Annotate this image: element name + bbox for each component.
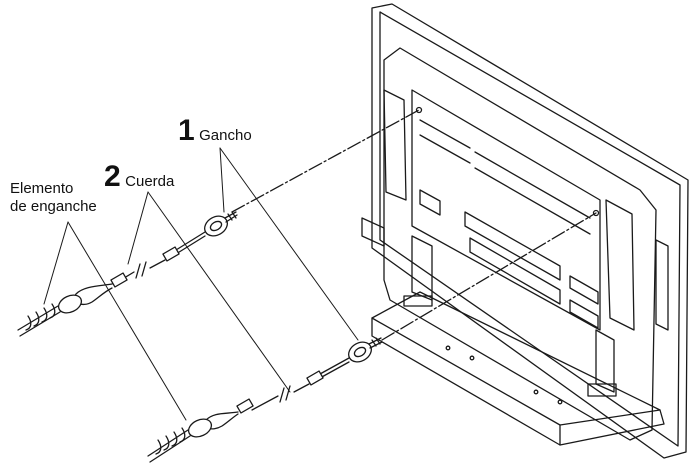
tv-hook-hole-left xyxy=(415,106,423,114)
anchor-label-line2: de enganche xyxy=(10,198,97,215)
lower-hook xyxy=(348,337,383,363)
leader-cord-upper xyxy=(127,191,149,265)
tv-left-support xyxy=(361,217,385,247)
anchor-label-line1: Elemento xyxy=(10,180,74,197)
tv-hook-hole-right xyxy=(592,209,600,217)
stand-foot-left xyxy=(403,295,433,307)
leader-lines xyxy=(43,147,359,421)
tv-inner-frame xyxy=(379,11,681,447)
tv-outer-frame xyxy=(371,3,689,459)
stand-hole xyxy=(533,389,539,395)
stand-leg-left xyxy=(411,235,433,301)
tv-back-illustration xyxy=(371,3,689,459)
cord-number: 2 xyxy=(104,160,121,193)
stand-base-front xyxy=(371,317,561,446)
leader-cord-lower xyxy=(147,191,291,393)
alignment-line-lower xyxy=(381,212,597,341)
alignment-line-upper xyxy=(231,109,420,213)
stand-hole xyxy=(469,355,475,361)
upper-ferrule-2 xyxy=(110,272,128,288)
stand-hole xyxy=(557,399,563,405)
upper-anchor xyxy=(17,294,83,337)
upper-cord-segment-a xyxy=(175,231,206,255)
stand-leg-right xyxy=(595,329,615,393)
leader-anchor-upper xyxy=(43,221,69,305)
upper-break-mark xyxy=(135,261,147,279)
stand-base-side xyxy=(559,409,665,446)
tv-left-handle xyxy=(383,89,407,201)
cord-label: 2 Cuerda xyxy=(104,162,174,192)
stand-hole xyxy=(445,345,451,351)
tv-right-handle xyxy=(605,199,635,331)
hook-label: 1 Gancho xyxy=(178,116,252,146)
cord-text: Cuerda xyxy=(125,173,175,190)
tv-mount-plate xyxy=(411,89,601,331)
lower-cord-segment-c xyxy=(251,395,279,411)
stand-foot-right xyxy=(587,383,617,397)
tv-vent-slots xyxy=(419,119,591,235)
leader-hook-upper xyxy=(219,147,225,213)
tv-side-panels xyxy=(569,275,599,329)
tv-right-edge xyxy=(655,239,669,331)
leader-anchor-lower xyxy=(67,221,187,421)
upper-cord-assembly xyxy=(17,211,238,337)
lower-cord-segment-b xyxy=(293,383,310,393)
stand-base-top xyxy=(371,291,661,426)
anchor-label: Elemento de enganche xyxy=(10,180,97,216)
upper-cord-segment-b xyxy=(149,259,166,269)
upper-ferrule xyxy=(162,246,180,262)
lower-break-mark xyxy=(279,385,291,403)
upper-hook xyxy=(204,211,238,237)
hook-number: 1 xyxy=(178,114,195,147)
lower-ferrule xyxy=(306,370,324,386)
lower-cord-segment-a xyxy=(319,357,350,379)
tv-panels xyxy=(419,189,561,305)
leader-hook-lower xyxy=(219,147,359,341)
lower-cord-assembly xyxy=(147,337,383,463)
lower-anchor xyxy=(147,418,213,463)
stand-illustration xyxy=(361,217,665,446)
hook-text: Gancho xyxy=(199,127,252,144)
lower-ferrule-2 xyxy=(236,398,254,414)
tv-back-cover xyxy=(383,47,657,441)
